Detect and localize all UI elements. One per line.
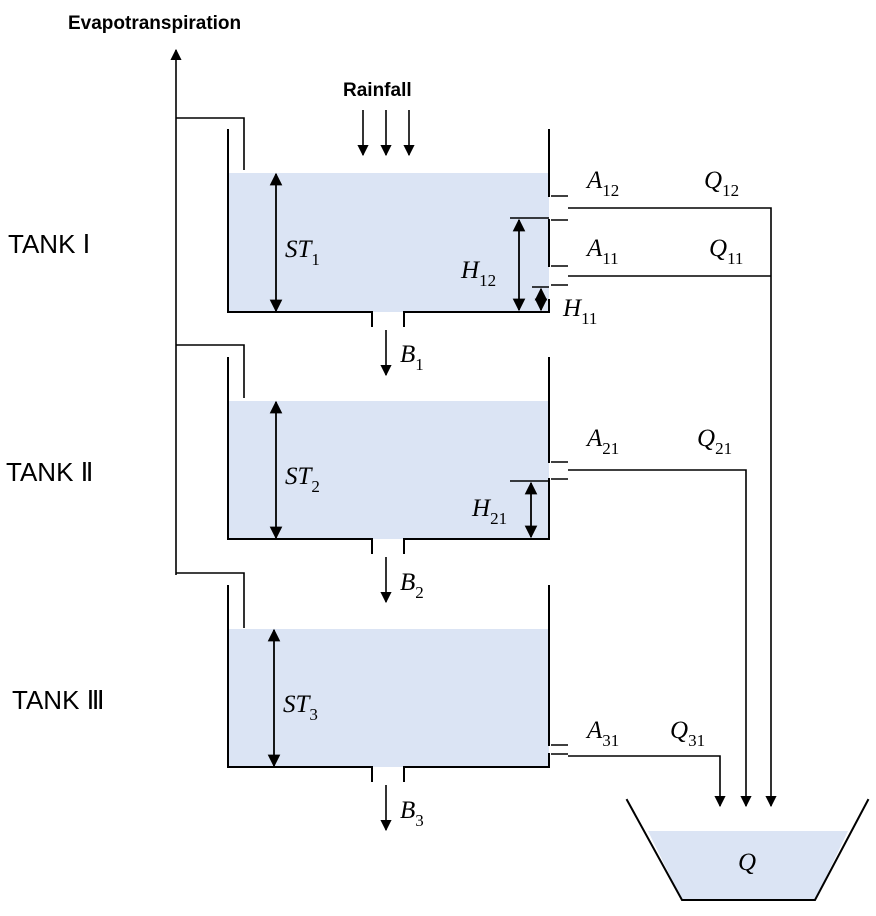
tank-3-water bbox=[228, 629, 549, 767]
a-21-label: A21 bbox=[585, 425, 619, 458]
st-1-label: ST1 bbox=[285, 236, 320, 269]
b-1-label: B1 bbox=[400, 341, 424, 374]
q-31-label: Q31 bbox=[670, 717, 705, 750]
rainfall-arrows bbox=[357, 110, 415, 157]
tank-1 bbox=[227, 129, 568, 377]
evapotranspiration-label: Evapotranspiration bbox=[68, 13, 241, 34]
h-21-label: H21 bbox=[471, 495, 507, 528]
a-31-label: A31 bbox=[585, 717, 619, 750]
collector-basin bbox=[625, 798, 870, 901]
q-11-label: Q11 bbox=[709, 235, 743, 268]
h-12-label: H12 bbox=[460, 257, 496, 290]
evapotranspiration-pipe bbox=[170, 48, 245, 628]
st-2-label: ST2 bbox=[285, 463, 320, 496]
tank-3-label: TANK Ⅲ bbox=[12, 685, 105, 715]
total-outflow-label: Q bbox=[738, 849, 756, 876]
outflow-lines bbox=[568, 207, 777, 808]
tank-2-label: TANK Ⅱ bbox=[6, 457, 93, 487]
h-11-label: H11 bbox=[562, 295, 597, 328]
tank-2 bbox=[227, 357, 568, 604]
st-3-label: ST3 bbox=[283, 691, 318, 724]
q-21-label: Q21 bbox=[697, 425, 732, 458]
b-3-label: B3 bbox=[400, 797, 424, 830]
a-11-label: A11 bbox=[585, 235, 619, 268]
tank-1-label: TANK Ⅰ bbox=[8, 229, 90, 259]
tank-3 bbox=[227, 585, 568, 832]
rainfall-label: Rainfall bbox=[343, 80, 412, 101]
b-2-label: B2 bbox=[400, 569, 424, 602]
q-12-label: Q12 bbox=[704, 167, 739, 200]
a-12-label: A12 bbox=[585, 167, 619, 200]
